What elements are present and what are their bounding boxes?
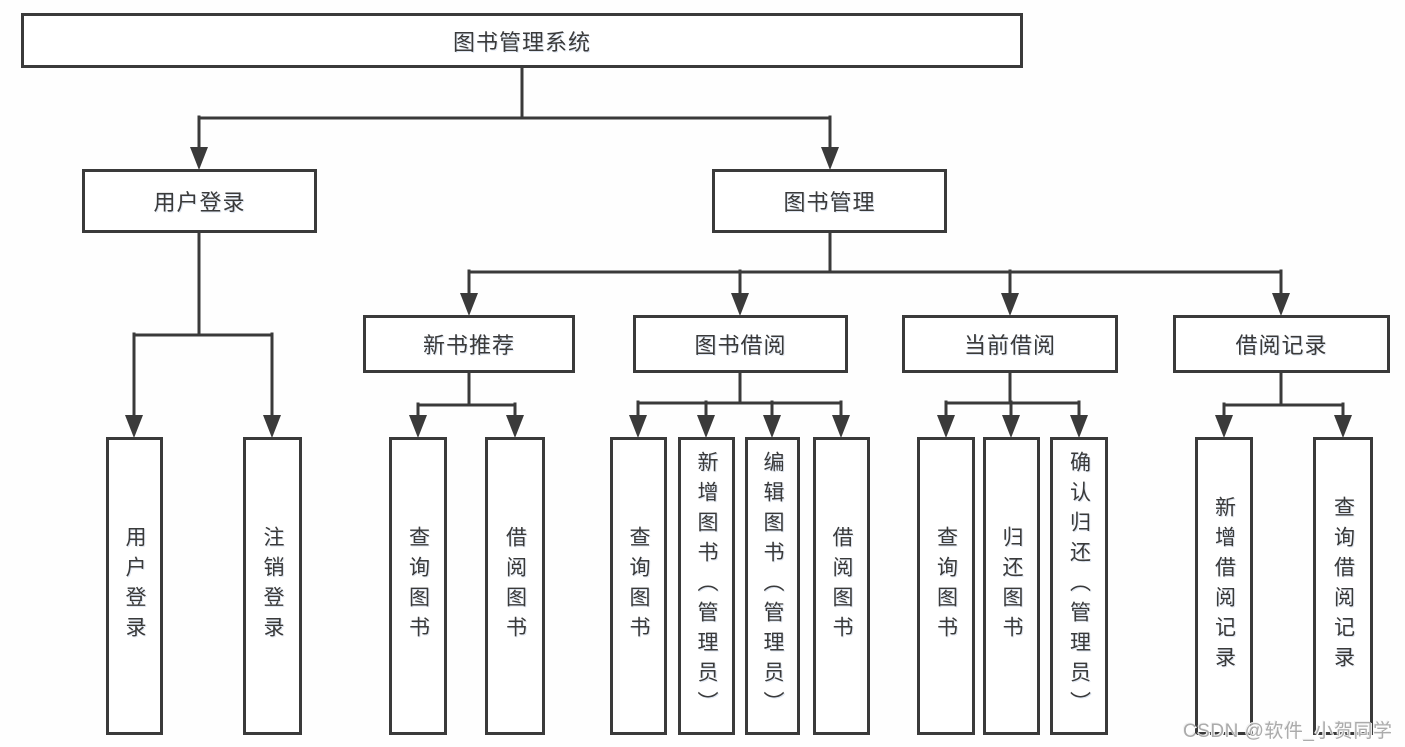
node-current-borrow-label: 当前借阅 [963, 333, 1056, 358]
leaf-confirm-return-admin-label: 确认归还（管理员） [1067, 451, 1091, 721]
leaf-query-books-current: 查询图书 [917, 437, 975, 735]
leaf-user-login-label: 用户登录 [123, 526, 146, 646]
leaf-return-books-label: 归还图书 [1000, 526, 1023, 646]
node-new-book-recommend-label: 新书推荐 [422, 333, 515, 358]
node-new-book-recommend: 新书推荐 [363, 315, 575, 373]
leaf-borrow-books: 借阅图书 [813, 437, 870, 735]
leaf-borrow-books-recommend: 借阅图书 [485, 437, 545, 735]
leaf-edit-books-admin: 编辑图书（管理员） [745, 437, 800, 735]
leaf-query-books-recommend: 查询图书 [389, 437, 447, 735]
node-borrow-records: 借阅记录 [1173, 315, 1390, 373]
node-root-label: 图书管理系统 [452, 29, 591, 55]
node-book-borrow: 图书借阅 [633, 315, 848, 373]
leaf-edit-books-admin-label: 编辑图书（管理员） [761, 451, 784, 721]
leaf-query-books-recommend-label: 查询图书 [406, 526, 430, 646]
leaf-return-books: 归还图书 [983, 437, 1040, 735]
leaf-add-books-admin-label: 新增图书（管理员） [695, 451, 718, 721]
leaf-add-borrow-record: 新增借阅记录 [1195, 437, 1253, 735]
leaf-borrow-books-label: 借阅图书 [830, 526, 853, 646]
leaf-query-borrow-record-label: 查询借阅记录 [1331, 496, 1355, 676]
node-current-borrow: 当前借阅 [902, 315, 1118, 373]
node-user-login-label: 用户登录 [153, 190, 246, 215]
node-user-login: 用户登录 [82, 169, 317, 233]
leaf-add-books-admin: 新增图书（管理员） [678, 437, 735, 735]
leaf-logout: 注销登录 [243, 437, 302, 735]
leaf-query-borrow-record: 查询借阅记录 [1313, 437, 1373, 735]
node-book-management-label: 图书管理 [783, 190, 876, 215]
leaf-user-login: 用户登录 [106, 437, 163, 735]
leaf-borrow-books-recommend-label: 借阅图书 [503, 526, 527, 646]
leaf-query-books-current-label: 查询图书 [934, 526, 958, 646]
node-borrow-records-label: 借阅记录 [1235, 333, 1328, 358]
node-book-management: 图书管理 [712, 169, 947, 233]
node-root-system: 图书管理系统 [21, 13, 1023, 68]
node-book-borrow-label: 图书借阅 [694, 333, 787, 358]
arrowheads [125, 147, 1352, 438]
leaf-query-books-borrow-label: 查询图书 [627, 526, 650, 646]
csdn-watermark: CSDN @软件_小贺同学 [1183, 721, 1393, 742]
leaf-add-borrow-record-label: 新增借阅记录 [1212, 496, 1236, 676]
leaf-logout-label: 注销登录 [261, 526, 284, 646]
leaf-confirm-return-admin: 确认归还（管理员） [1050, 437, 1108, 735]
leaf-query-books-borrow: 查询图书 [610, 437, 667, 735]
